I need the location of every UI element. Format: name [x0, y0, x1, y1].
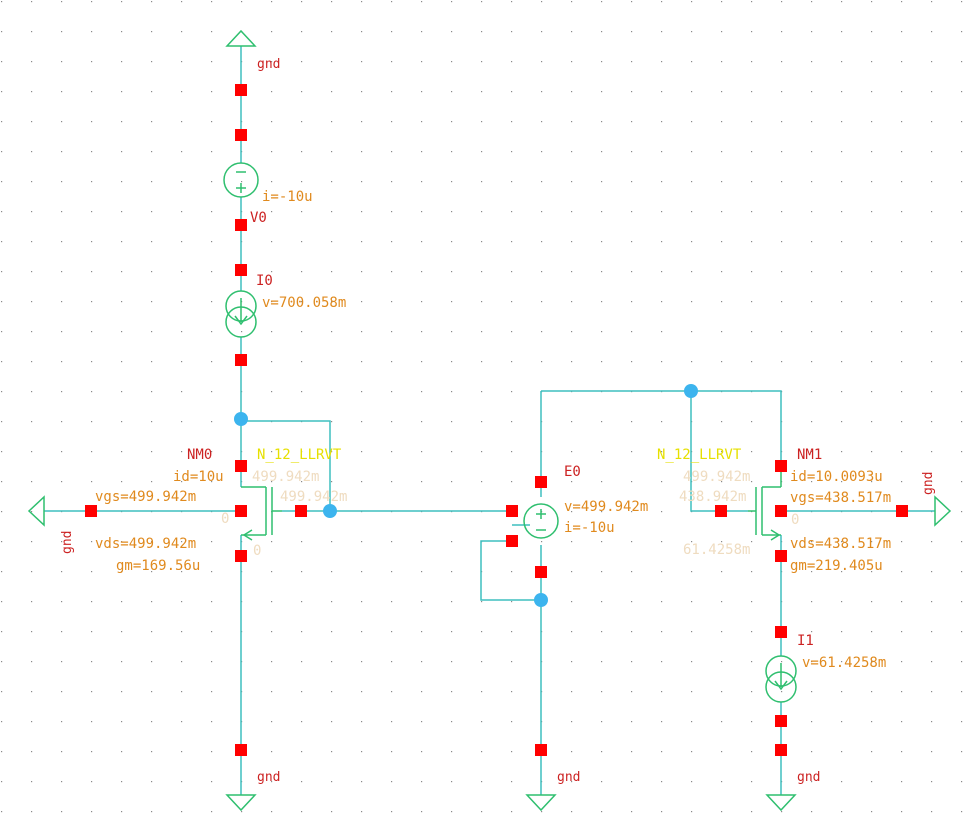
nm0-model-label: N_12_LLRVT	[257, 447, 342, 463]
e0-voltage-label: v=499.942m	[564, 499, 648, 515]
e0-vcvs-source-icon[interactable]	[523, 503, 559, 539]
nm0-bulk-voltage-ghost: 0	[253, 543, 261, 559]
pin-gnd-left[interactable]	[85, 505, 97, 517]
node-dot-feedback[interactable]	[684, 384, 698, 398]
pin-nm0-gate[interactable]	[295, 505, 307, 517]
nm0-source-voltage-ghost: 0	[221, 511, 229, 527]
nm0-vgs-label: vgs=499.942m	[95, 489, 196, 505]
nm1-bulk-voltage-ghost: 0	[791, 512, 799, 528]
node-dot-nm0-drain[interactable]	[234, 412, 248, 426]
nm1-source-voltage-ghost: 61.4258m	[683, 542, 750, 558]
gnd-bottom-3-icon[interactable]	[765, 794, 797, 812]
nm0-nmos-transistor-icon[interactable]	[241, 486, 282, 541]
i1-voltage-label: v=61.4258m	[802, 655, 886, 671]
nm0-gm-label: gm=169.56u	[116, 558, 200, 574]
gnd-right-icon[interactable]	[934, 495, 952, 527]
nm1-instance-label: NM1	[797, 447, 822, 463]
ground-symbols	[27, 29, 952, 812]
pin-i1-top[interactable]	[775, 626, 787, 638]
nm1-gm-label: gm=219.405u	[790, 558, 883, 574]
wire-nm0-diode-connection[interactable]	[241, 420, 331, 511]
nm0-instance-label: NM0	[187, 447, 212, 463]
v0-current-label: i=-10u	[262, 189, 313, 205]
pin-gnd-right[interactable]	[896, 505, 908, 517]
pin-gnd-bottom-3[interactable]	[775, 744, 787, 756]
pins	[85, 84, 908, 756]
i1-instance-label: I1	[797, 633, 814, 649]
pin-nm0-drain[interactable]	[235, 460, 247, 472]
pin-e0-top[interactable]	[535, 476, 547, 488]
pin-gnd-bottom-2[interactable]	[535, 744, 547, 756]
node-dot-e0-loop[interactable]	[534, 593, 548, 607]
pin-i0-top[interactable]	[235, 264, 247, 276]
pin-nm0-source[interactable]	[235, 550, 247, 562]
gnd-left-icon[interactable]	[27, 495, 45, 527]
pin-e0-ctrl-minus[interactable]	[506, 535, 518, 547]
pin-i1-bottom[interactable]	[775, 715, 787, 727]
gnd-bottom-1-icon[interactable]	[225, 794, 257, 812]
wires	[44, 46, 935, 795]
gnd-bottom-2-icon[interactable]	[525, 794, 557, 812]
nm1-id-label: id=10.0093u	[790, 469, 883, 485]
pin-nm1-drain[interactable]	[775, 460, 787, 472]
wire-feedback-to-nm1-gate[interactable]	[690, 391, 748, 512]
i0-instance-label: I0	[256, 273, 273, 289]
v0-voltage-source-icon[interactable]	[223, 162, 259, 198]
gnd-top-label: gnd	[257, 57, 280, 72]
nm1-vgs-label: vgs=438.517m	[790, 490, 891, 506]
pin-nm1-bulk[interactable]	[775, 505, 787, 517]
i1-current-source-icon[interactable]	[765, 655, 797, 703]
wire-e0-control-loop[interactable]	[480, 540, 541, 601]
pin-gnd-bottom-1[interactable]	[235, 744, 247, 756]
gnd-bottom-1-label: gnd	[257, 770, 280, 785]
nm1-drain-voltage-ghost: 499.942m	[683, 469, 750, 485]
nm1-model-label: N_12_LLRVT	[657, 447, 742, 463]
pin-i0-bottom[interactable]	[235, 354, 247, 366]
pin-nm0-bulk[interactable]	[235, 505, 247, 517]
pin-nm1-gate[interactable]	[715, 505, 727, 517]
nm1-vds-label: vds=438.517m	[790, 536, 891, 552]
i0-voltage-label: v=700.058m	[262, 295, 346, 311]
node-dots	[234, 384, 698, 607]
pin-v0-top[interactable]	[235, 129, 247, 141]
node-dot-gate-net[interactable]	[323, 504, 337, 518]
nm1-gate-voltage-ghost: 438.942m	[679, 489, 746, 505]
labels: gnd i=-10u V0 I0 v=700.058m NM0 N_12_LLR…	[60, 57, 936, 785]
pin-gnd-top[interactable]	[235, 84, 247, 96]
pin-v0-bottom[interactable]	[235, 219, 247, 231]
i0-current-source-icon[interactable]	[225, 290, 257, 338]
gnd-bottom-2-label: gnd	[557, 770, 580, 785]
pin-e0-bottom[interactable]	[535, 566, 547, 578]
wire-feedback-net[interactable]	[541, 390, 782, 465]
e0-current-label: i=-10u	[564, 520, 615, 536]
grid-dots	[1, 1, 963, 813]
nm0-gate-voltage-ghost: 499.942m	[280, 489, 347, 505]
nm0-vds-label: vds=499.942m	[95, 536, 196, 552]
nm0-id-label: id=10u	[173, 469, 224, 485]
gnd-right-label: gnd	[921, 472, 936, 495]
gnd-top-icon[interactable]	[225, 29, 257, 47]
e0-instance-label: E0	[564, 464, 581, 480]
gnd-left-label: gnd	[60, 531, 75, 554]
gnd-bottom-3-label: gnd	[797, 770, 820, 785]
v0-instance-label: V0	[250, 210, 267, 226]
nm1-nmos-transistor-icon[interactable]	[748, 465, 782, 541]
nm0-drain-voltage-ghost: 499.942m	[252, 469, 319, 485]
pin-nm1-source[interactable]	[775, 550, 787, 562]
pin-e0-ctrl-plus[interactable]	[506, 505, 518, 517]
